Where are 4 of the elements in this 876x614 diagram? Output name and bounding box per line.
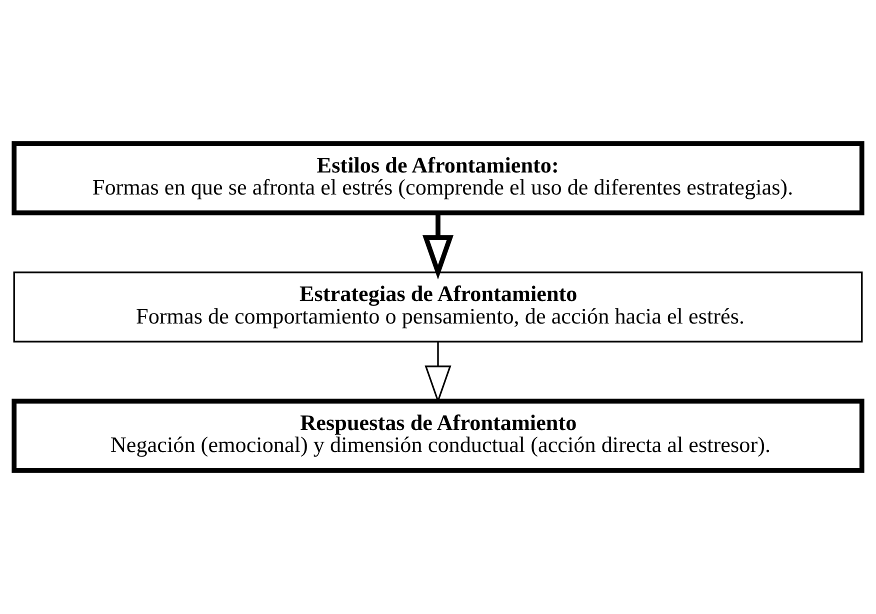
node-box: Estilos de Afrontamiento: Formas en que se afronta el estrés (comprende el uso de diferentes estrategias). (12, 141, 864, 216)
node-box: Estrategias de Afrontamiento Formas de comportamiento o pensamiento, de acción hacia el estrés. (13, 272, 863, 342)
arrow (422, 213, 454, 280)
node-box: Respuestas de Afrontamiento Negación (emocional) y dimensión conductual (acción directa al estresor). (12, 398, 864, 473)
